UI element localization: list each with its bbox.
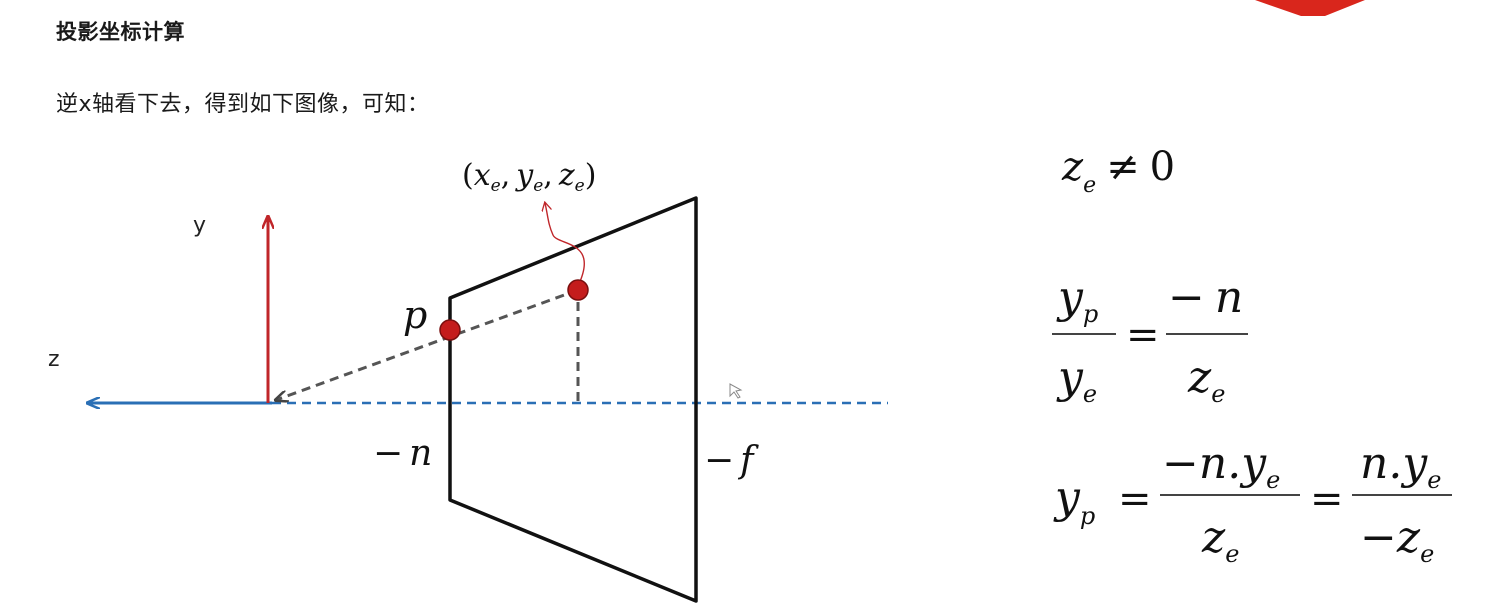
svg-text:−n.ye: −n.ye [1162,438,1280,494]
svg-text:yp: yp [1056,272,1098,328]
equation-ratio: yp ye = −n ze [1052,272,1248,408]
projection-ray [276,288,579,400]
svg-text:ze: ze [1201,512,1239,568]
svg-text:ze≠0: ze≠0 [1061,144,1175,198]
svg-text:yp: yp [1053,472,1095,530]
z-axis-label: z [48,347,60,372]
equation-solution: yp = −n.ye ze = n.ye −ze [1053,438,1452,568]
page-title: 投影坐标计算 [56,20,185,44]
frustum-outline [448,196,698,603]
svg-text:−n: −n [1168,272,1243,323]
svg-text:=: = [1310,476,1344,522]
near-plane-label: −n [373,433,432,474]
svg-text:=: = [1118,476,1152,522]
svg-text:(xe,ye,ze): (xe,ye,ze) [462,158,596,196]
svg-text:ze: ze [1187,352,1225,408]
equation-nonzero: ze≠0 [1061,144,1175,198]
svg-text:ye: ye [1056,352,1097,408]
point-p [439,319,461,341]
y-axis-label: y [193,213,206,238]
point-e-label: (xe,ye,ze) [462,158,596,196]
page-subtitle: 逆x轴看下去，得到如下图像，可知： [56,92,430,117]
far-plane-label: −f [704,440,759,481]
corner-decoration [1255,0,1365,16]
svg-text:n.ye: n.ye [1360,438,1441,494]
svg-text:−ze: −ze [1360,512,1434,568]
point-p-label: p [403,293,427,337]
cursor-icon [729,383,743,399]
svg-text:=: = [1126,312,1160,358]
point-e [567,279,589,301]
annotation-arrow [545,203,585,287]
